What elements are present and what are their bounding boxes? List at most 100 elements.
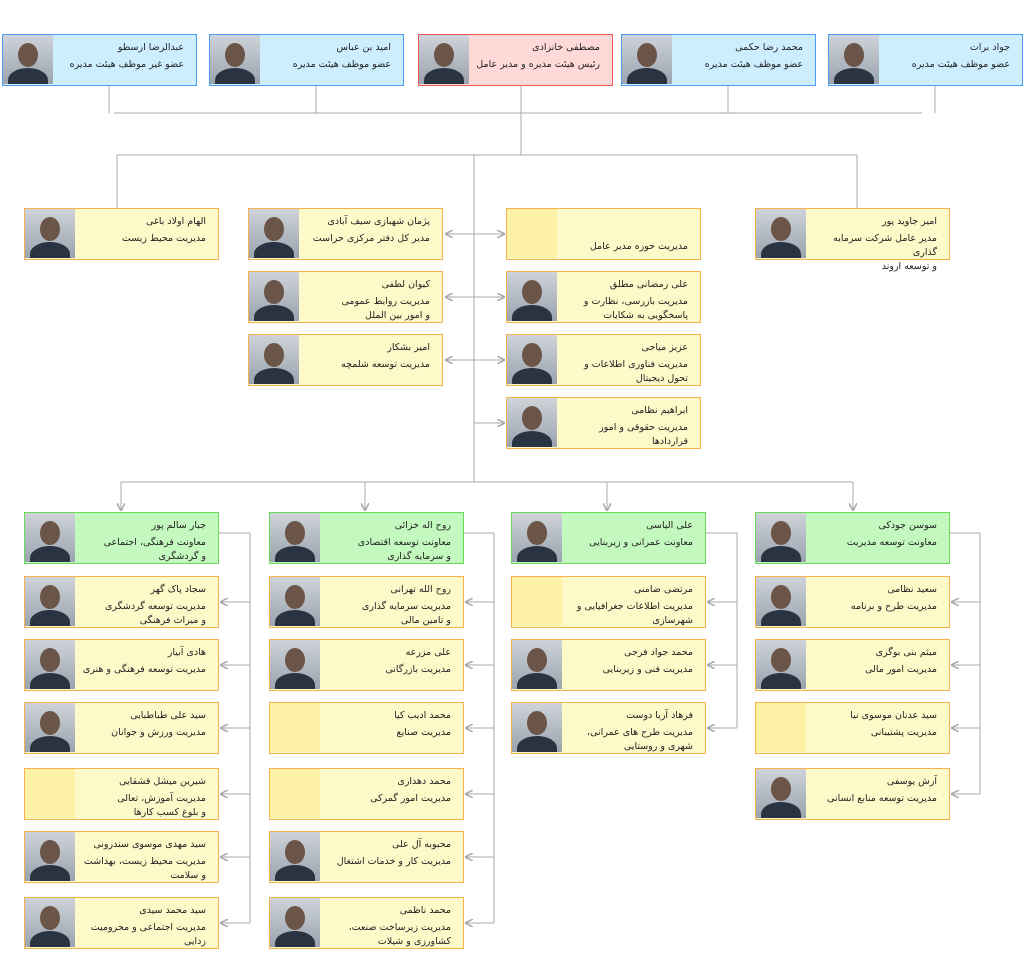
person-name: سید مهدی موسوی سندرونی: [93, 839, 206, 850]
person-photo: [419, 35, 469, 84]
person-name: فرهاد آریا دوست: [626, 710, 693, 721]
position-title: مدیریت فنی و زیربنایی: [602, 664, 693, 675]
person-photo: [512, 513, 562, 562]
position-title: مدیریت توسعه شلمچه: [341, 359, 430, 370]
manager-card[interactable]: امیر جاوید پور مدیر عامل شرکت سرمایه گذار…: [755, 208, 950, 272]
position-title: مدیریت محیط زیست، بهداشت و سلامت: [83, 856, 206, 881]
manager-card[interactable]: میثم بنی بوگری مدیریت امور مالی: [755, 639, 950, 691]
person-name: هادی آبیار: [167, 647, 206, 658]
person-name: امیر جاوید پور: [881, 216, 937, 227]
person-photo: [270, 832, 320, 881]
person-photo: [249, 335, 299, 384]
manager-card[interactable]: ابراهیم نظامی مدیریت حقوقی و امور قرارداد…: [506, 397, 701, 449]
person-name: شیرین میشل قشقایی: [119, 776, 206, 787]
manager-card[interactable]: فرهاد آریا دوست مدیریت طرح های عمرانی، شه…: [511, 702, 706, 754]
person-name: علی مزرعه: [405, 647, 451, 658]
position-title: مدیریت امور مالی: [865, 664, 937, 675]
person-photo: [829, 35, 879, 84]
person-photo: [512, 703, 562, 752]
position-title: مدیریت توسعه گردشگری و میراث فرهنگی: [104, 601, 206, 626]
position-title: مدیریت طرح های عمرانی، شهری و روستایی: [587, 727, 693, 752]
position-title: عضو موظف هیئت مدیره: [911, 59, 1010, 70]
person-photo: [25, 513, 75, 562]
person-photo: [25, 703, 75, 752]
person-photo: [507, 272, 557, 321]
person-photo: [25, 577, 75, 626]
person-photo: [270, 577, 320, 626]
card-text: علی مزرعه مدیریت بازرگانی: [320, 640, 463, 690]
person-photo: [512, 640, 562, 689]
board-member-card[interactable]: امید بن عباس عضو موظف هیئت مدیره: [209, 34, 404, 86]
person-name: محمد دهداری: [397, 776, 451, 787]
person-name: سید علی طباطبایی: [130, 710, 206, 721]
photo-placeholder: [270, 703, 320, 752]
manager-card[interactable]: مدیریت حوزه مدیر عامل: [506, 208, 701, 260]
position-title: مدیریت حوزه مدیر عامل: [589, 241, 688, 252]
person-name: عبدالرضا ارسطو: [117, 42, 184, 53]
position-title: مدیریت آموزش، تعالی و بلوغ کسب کارها: [117, 793, 206, 818]
person-photo: [249, 209, 299, 258]
position-title: مدیریت فناوری اطلاعات و تحول دیجیتال: [584, 359, 688, 384]
photo-placeholder: [512, 577, 562, 626]
position-title: مدیریت سرمایه گذاری و تامین مالی: [361, 601, 451, 626]
person-photo: [210, 35, 260, 84]
person-name: سید محمد سیدی: [139, 905, 206, 916]
photo-placeholder: [507, 209, 557, 258]
person-photo: [756, 513, 806, 562]
position-title: معاونت توسعه اقتصادی و سرمایه گذاری: [357, 537, 451, 562]
position-title: مدیر عامل شرکت سرمایه گذاری و توسعه ارون…: [833, 233, 937, 272]
position-title: مدیریت حقوقی و امور قراردادها: [599, 422, 688, 447]
manager-card[interactable]: سید مهدی موسوی سندرونی مدیریت محیط زیست، …: [24, 831, 219, 883]
person-name: مرتضی ضامنی: [634, 584, 693, 595]
person-name: میثم بنی بوگری: [875, 647, 937, 658]
position-title: مدیریت بازرگانی: [385, 664, 451, 675]
position-title: عضو موظف هیئت مدیره: [292, 59, 391, 70]
position-title: مدیر کل دفتر مرکزی حراست: [312, 233, 430, 244]
person-name: آرش یوسفی: [886, 776, 937, 787]
person-name: امید بن عباس: [336, 42, 391, 53]
person-name: ابراهیم نظامی: [631, 405, 688, 416]
person-name: جبار سالم پور: [151, 520, 206, 531]
manager-card[interactable]: علی مزرعه مدیریت بازرگانی: [269, 639, 464, 691]
manager-card[interactable]: شیرین میشل قشقایی مدیریت آموزش، تعالی و ب…: [24, 768, 219, 820]
